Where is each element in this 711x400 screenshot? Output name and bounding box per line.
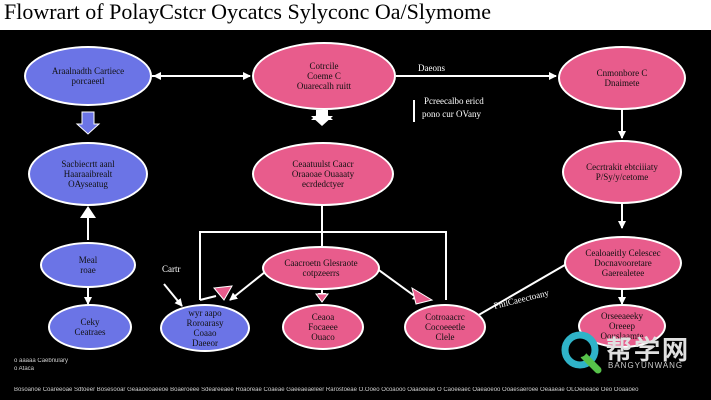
node-n1: Araalnadth Cartiece porcaeetl: [24, 46, 152, 106]
footer-line: Bosoanoe Coareeoae Sdtoeer Bosesooar Gea…: [14, 387, 639, 393]
node-n10-line-1: Ceky: [80, 317, 100, 327]
node-n13-line-3: Clele: [435, 332, 455, 342]
block-arrow-pink-right: [411, 286, 434, 305]
note-pono: pono cur OVany: [422, 109, 481, 119]
node-n6-line-2: P/Sy/y/cetome: [595, 172, 649, 182]
connector-n8-n13: [375, 267, 421, 301]
node-n14-line-3: Oouslaamte: [600, 331, 644, 341]
node-n1-line-2: porcaeetl: [71, 76, 105, 86]
node-n14-line-2: Oreeep: [609, 321, 635, 331]
node-n10: Ceky Ceatraes: [48, 304, 132, 350]
node-n7-line-2: roae: [80, 265, 96, 275]
node-n3-line-2: Dnaimete: [604, 78, 640, 88]
node-n13-line-2: Cocoeeetle: [425, 322, 465, 332]
node-n5-line-3: ecrdedctyer: [302, 179, 344, 189]
node-n5: Ceaatuulst Caacr Oraaoae Ouaaaty ecrdedc…: [252, 142, 394, 206]
connector-bracket: [199, 231, 447, 300]
node-n11: wyr aapo Roroarasy Coaao Daeeor: [160, 304, 250, 352]
connector-cartr-n11: [163, 283, 183, 307]
node-n14: Orseeaeeky Oreeep Oouslaamte: [578, 304, 666, 348]
block-arrow-n1-n4: [75, 111, 101, 135]
node-n3-line-1: Cnmonbore C: [596, 68, 648, 78]
page-title: Flowrart of PolayCstcr Oycatcs Sylyconc …: [4, 0, 491, 24]
watermark-text: 帮学网: [606, 336, 691, 366]
watermark-logo-icon: [561, 331, 602, 374]
node-n4-line-2: Haaraaibrealt: [63, 169, 113, 179]
note-cartr: Cartr: [162, 264, 181, 274]
node-n13-line-1: Cotroaacrc: [425, 312, 465, 322]
node-n9-line-3: Gaerealetee: [601, 268, 645, 278]
node-n1-line-1: Araalnadth Cartiece: [51, 66, 125, 76]
node-n8-line-2: cotpzeerrs: [302, 268, 340, 278]
node-n2-line-1: Cotrcile: [309, 61, 339, 71]
block-arrow-pink-left: [213, 285, 233, 301]
node-n11-line-1: wyr aapo: [188, 308, 222, 318]
node-n9-line-2: Docnavooretare: [594, 258, 652, 268]
watermark: 帮学网 BANGYUNWANG: [560, 330, 700, 376]
node-n7: Meal roae: [40, 242, 136, 288]
node-n12: Ceaoa Focaeee Ouaco: [282, 304, 364, 350]
node-n12-line-2: Focaeee: [308, 322, 338, 332]
node-n11-line-4: Daeeor: [192, 338, 218, 348]
block-arrow-n7-n4-head: [80, 206, 96, 218]
node-n11-line-3: Coaao: [193, 328, 217, 338]
note-persecalbo: Pcreecalbo ericd: [424, 96, 484, 106]
node-n9: Cealoaeitly Celescec Docnavooretare Gaer…: [564, 236, 682, 290]
node-n12-line-1: Ceaoa: [311, 312, 335, 322]
node-n11-line-2: Roroarasy: [186, 318, 224, 328]
note-dasons: Daeons: [418, 63, 445, 73]
node-n6: Cecrtrakit ebtciiiaty P/Sy/y/cetome: [562, 140, 682, 204]
connector-n13-n9: [469, 261, 571, 321]
node-n8-line-1: Caacroetn Glesraote: [284, 258, 358, 268]
node-n10-line-2: Ceatraes: [74, 327, 106, 337]
node-n14-line-1: Orseeaeeky: [601, 311, 643, 321]
node-n7-line-1: Meal: [78, 255, 98, 265]
node-n6-line-1: Cecrtrakit ebtciiiaty: [586, 162, 658, 172]
block-arrow-n2-n5-tail: [311, 110, 333, 120]
watermark-subtext: BANGYUNWANG: [608, 361, 684, 370]
node-n3: Cnmonbore C Dnaimete: [558, 46, 686, 110]
node-n4: Sacbiecrtt aanl Haaraaibrealt OAyseatug: [28, 142, 148, 206]
node-n4-line-1: Sacbiecrtt aanl: [61, 159, 115, 169]
node-n12-line-3: Ouaco: [311, 332, 335, 342]
node-n2-line-3: Ouarecalh ruitt: [296, 81, 352, 91]
footer-small-2: o Ataca: [14, 366, 35, 372]
node-n5-line-2: Oraaoae Ouaaaty: [291, 169, 355, 179]
node-n2: Cotrcile Coeme C Ouarecalh ruitt: [252, 42, 396, 110]
node-n5-line-1: Ceaatuulst Caacr: [292, 159, 354, 169]
node-n8: Caacroetn Glesraote cotpzeerrs: [262, 246, 380, 290]
node-n13: Cotroaacrc Cocoeeetle Clele: [404, 304, 486, 350]
connector-bracket-left-tip: [199, 295, 217, 301]
node-n9-line-1: Cealoaeitly Celescec: [585, 248, 661, 258]
node-n4-line-3: OAyseatug: [68, 179, 108, 189]
node-n2-line-2: Coeme C: [307, 71, 341, 81]
footer-small-1: o aaaaa Caebnulary: [14, 358, 69, 364]
block-arrow-pink-mid: [315, 293, 329, 303]
title-bar: Flowrart of PolayCstcr Oycatcs Sylyconc …: [0, 0, 711, 30]
